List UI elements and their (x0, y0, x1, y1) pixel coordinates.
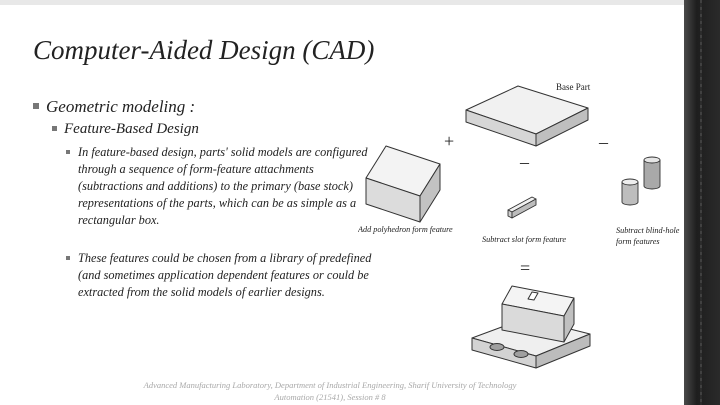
resulting-part (471, 285, 591, 369)
top-rule (0, 0, 684, 5)
bullet-marker-level1 (33, 103, 39, 109)
bullet-marker-level2 (52, 126, 57, 131)
minus-sign-blind-hole: – (598, 132, 609, 152)
plus-sign: + (444, 131, 454, 151)
bullet-marker-level3 (66, 256, 70, 260)
minus-sign-slot: – (519, 152, 530, 172)
caption-blind-hole-line1: Subtract blind-hole (616, 226, 680, 235)
paragraph-feature-library: These features could be chosen from a li… (78, 251, 372, 299)
caption-slot-feature: Subtract slot form feature (482, 235, 566, 244)
footer-session: Automation (21541), Session # 8 (274, 392, 386, 402)
paragraph-feature-based-design: In feature-based design, parts' solid mo… (78, 145, 368, 227)
footer-institution: Advanced Manufacturing Laboratory, Depar… (143, 380, 517, 390)
caption-blind-hole-line2: form features (616, 237, 660, 246)
bullet-marker-level3 (66, 150, 70, 154)
polyhedron-feature (365, 145, 441, 223)
decorative-side-bar (684, 0, 720, 405)
base-part-label: Base Part (556, 82, 591, 92)
bullet-feature-based-design: Feature-Based Design (64, 121, 199, 137)
equals-sign: = (520, 258, 530, 278)
blind-hole-cylinder-short (621, 178, 639, 206)
slide-title: Computer-Aided Design (CAD) (33, 35, 375, 65)
bullet-geometric-modeling: Geometric modeling : (46, 97, 196, 116)
caption-polyhedron-feature: Add polyhedron form feature (358, 225, 453, 234)
slot-feature (507, 196, 537, 219)
blind-hole-cylinder-tall (643, 156, 661, 190)
base-part-block (465, 85, 589, 147)
feature-based-design-figure: Base Part + Add polyhedron form feature … (358, 82, 680, 369)
side-bar-texture (700, 0, 702, 405)
